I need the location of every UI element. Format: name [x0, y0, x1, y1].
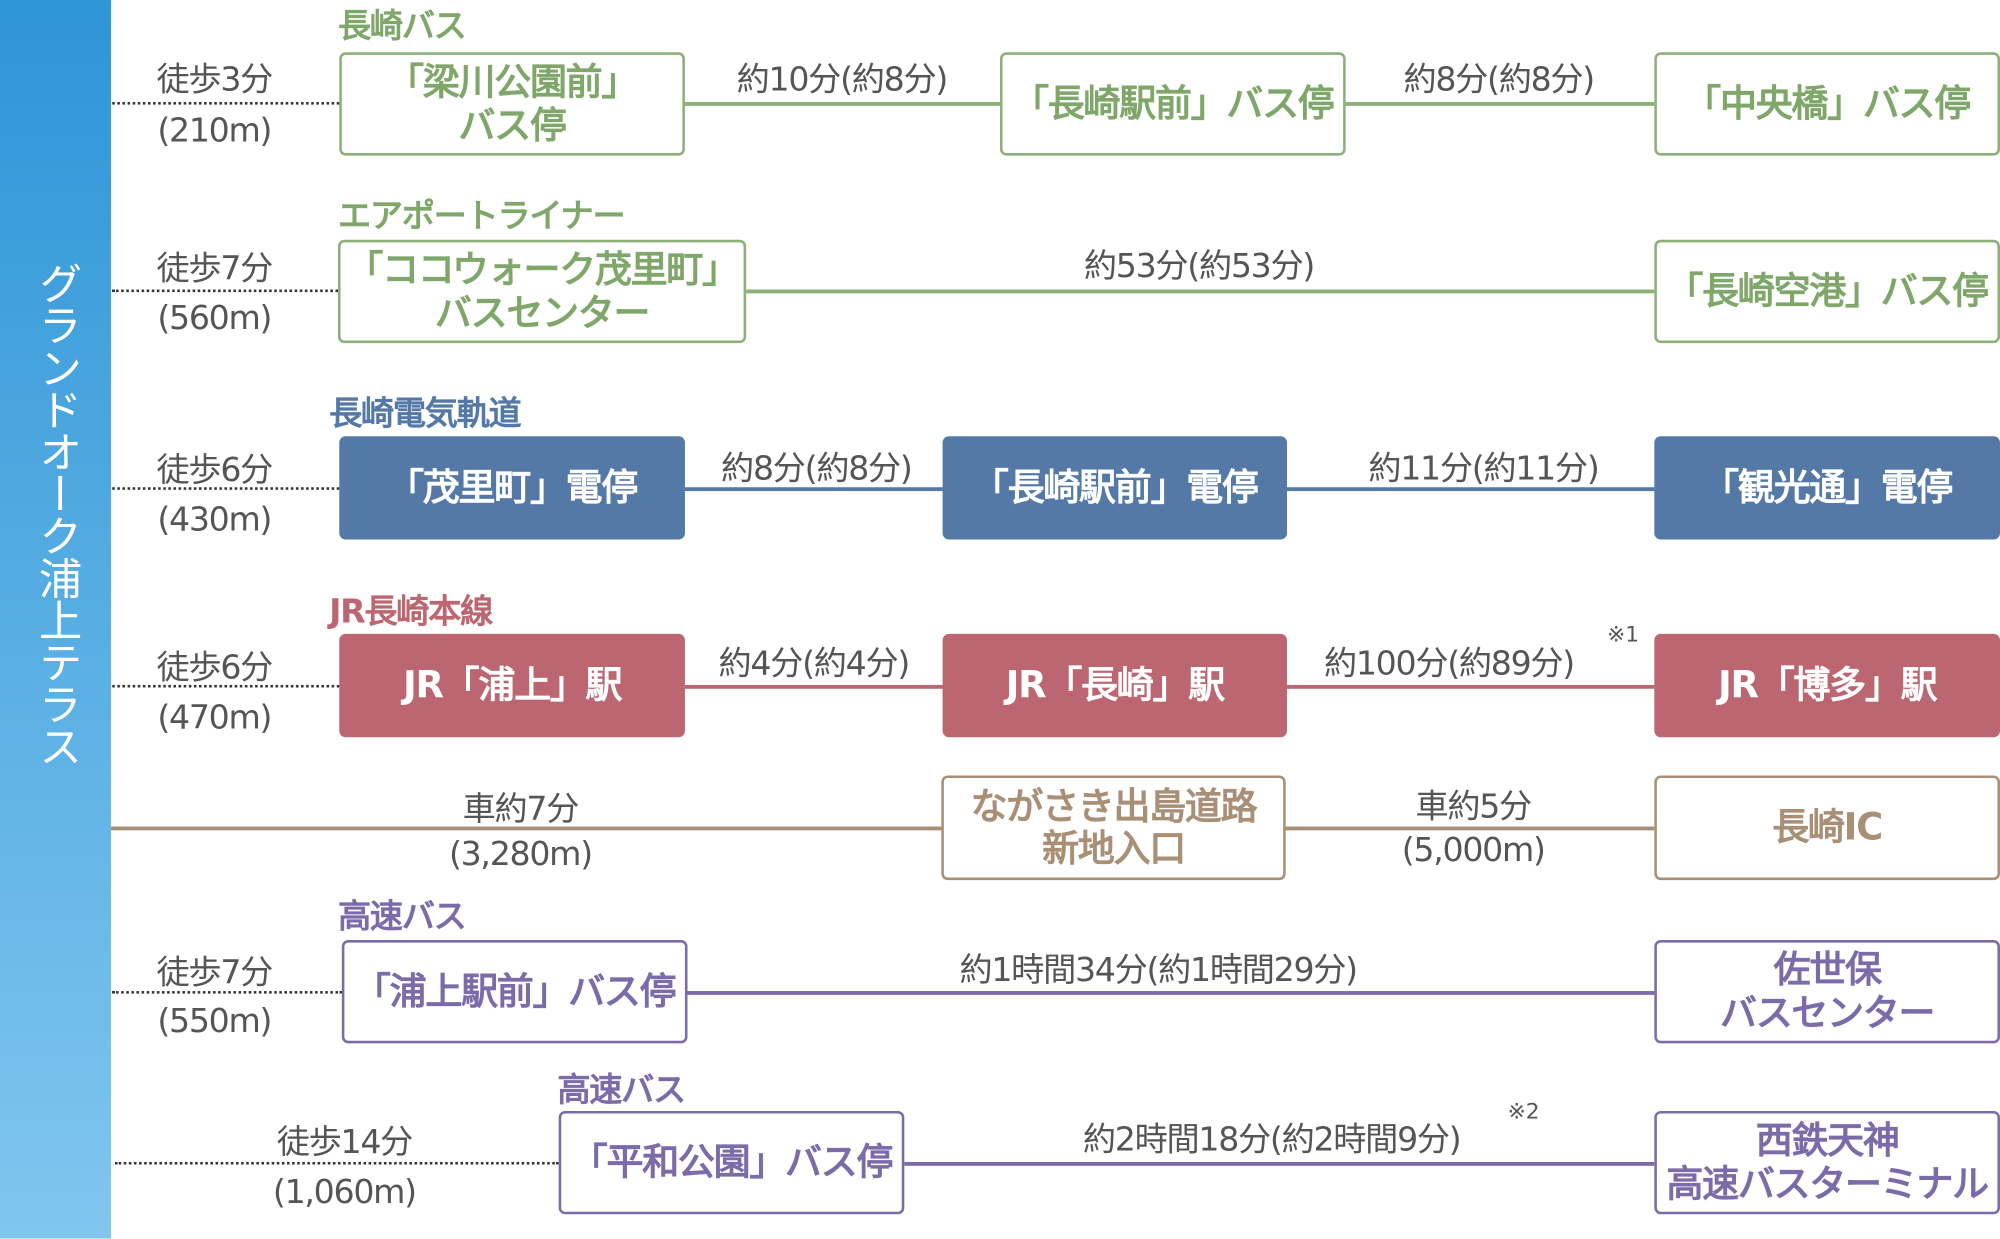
- route-line: [687, 991, 1655, 995]
- stop-box: 長崎IC: [1654, 775, 2000, 881]
- footnote-mark: ※1: [1607, 622, 1640, 648]
- travel-time: 約8分(約8分): [721, 450, 913, 489]
- footnote-mark: ※2: [1507, 1099, 1540, 1125]
- stop-box: 「梁川公園前」 バス停: [339, 52, 685, 156]
- route-line: [110, 826, 1655, 831]
- drive-time: 車約5分: [1415, 788, 1532, 827]
- travel-time: 約10分(約8分): [736, 61, 949, 100]
- route-label: 長崎電気軌道: [329, 395, 522, 434]
- stop-box: 「長崎空港」バス停: [1654, 239, 2000, 344]
- walk-time: 徒歩14分: [276, 1123, 414, 1162]
- stop-box: 佐世保 バスセンター: [1654, 940, 2000, 1044]
- stop-box: 「中央橋」バス停: [1654, 52, 2000, 156]
- walk-time: 徒歩6分: [156, 451, 274, 490]
- walk-time: 徒歩7分: [156, 954, 274, 993]
- stop-box: 「長崎駅前」バス停: [999, 52, 1346, 156]
- stop-box: ながさき出島道路 新地入口: [941, 775, 1286, 881]
- route-label: JR長崎本線: [329, 593, 493, 632]
- walk-time: 徒歩6分: [156, 649, 274, 688]
- travel-time: 約53分(約53分): [1083, 247, 1315, 286]
- walk-distance: (550m): [157, 1002, 272, 1041]
- walk-distance: (1,060m): [272, 1173, 417, 1212]
- stop-box: JR「長崎」駅: [942, 633, 1287, 738]
- travel-time: 約11分(約11分): [1368, 450, 1599, 489]
- stop-box: 「茂里町」電停: [339, 436, 685, 540]
- property-name: グランドオーク浦上テラス: [30, 261, 82, 767]
- stop-box: JR「博多」駅: [1654, 633, 2000, 738]
- walk-distance: (470m): [157, 698, 272, 738]
- drive-distance: (3,280m): [448, 835, 593, 874]
- route-label: エアポートライナー: [338, 197, 626, 236]
- walk-time: 徒歩7分: [156, 249, 274, 289]
- stop-box: 「ココウォーク茂里町」 バスセンター: [338, 239, 747, 344]
- walk-path: [112, 487, 340, 490]
- sidebar: [0, 0, 111, 1239]
- stop-box: 「平和公園」バス停: [558, 1110, 905, 1215]
- travel-time: 約8分(約8分): [1403, 61, 1595, 100]
- stop-box: 「観光通」電停: [1654, 436, 2000, 540]
- walk-time: 徒歩3分: [156, 61, 274, 100]
- walk-path: [112, 289, 339, 293]
- stop-box: 「長崎駅前」電停: [942, 436, 1287, 540]
- stop-box: JR「浦上」駅: [339, 633, 685, 738]
- walk-path: [112, 684, 340, 688]
- travel-time: 約100分(約89分): [1323, 645, 1575, 684]
- drive-distance: (5,000m): [1401, 831, 1546, 870]
- walk-distance: (210m): [157, 112, 272, 151]
- travel-time: 約1時間34分(約1時間29分): [959, 951, 1358, 990]
- walk-distance: (430m): [157, 501, 272, 540]
- route-line: [904, 1161, 1655, 1166]
- walk-path: [112, 102, 340, 105]
- route-label: 長崎バス: [338, 7, 467, 46]
- walk-distance: (560m): [157, 299, 272, 339]
- drive-time: 車約7分: [462, 790, 580, 830]
- walk-path: [114, 1161, 559, 1165]
- route-label: 高速バス: [557, 1071, 686, 1110]
- walk-path: [112, 991, 342, 994]
- travel-time: 約4分(約4分): [718, 645, 911, 684]
- travel-time: 約2時間18分(約2時間9分): [1082, 1121, 1462, 1160]
- route-line: [746, 289, 1655, 294]
- stop-box: 「浦上駅前」バス停: [341, 940, 688, 1044]
- stop-box: 西鉄天神 高速バスターミナル: [1654, 1110, 2000, 1215]
- route-label: 高速バス: [338, 897, 467, 937]
